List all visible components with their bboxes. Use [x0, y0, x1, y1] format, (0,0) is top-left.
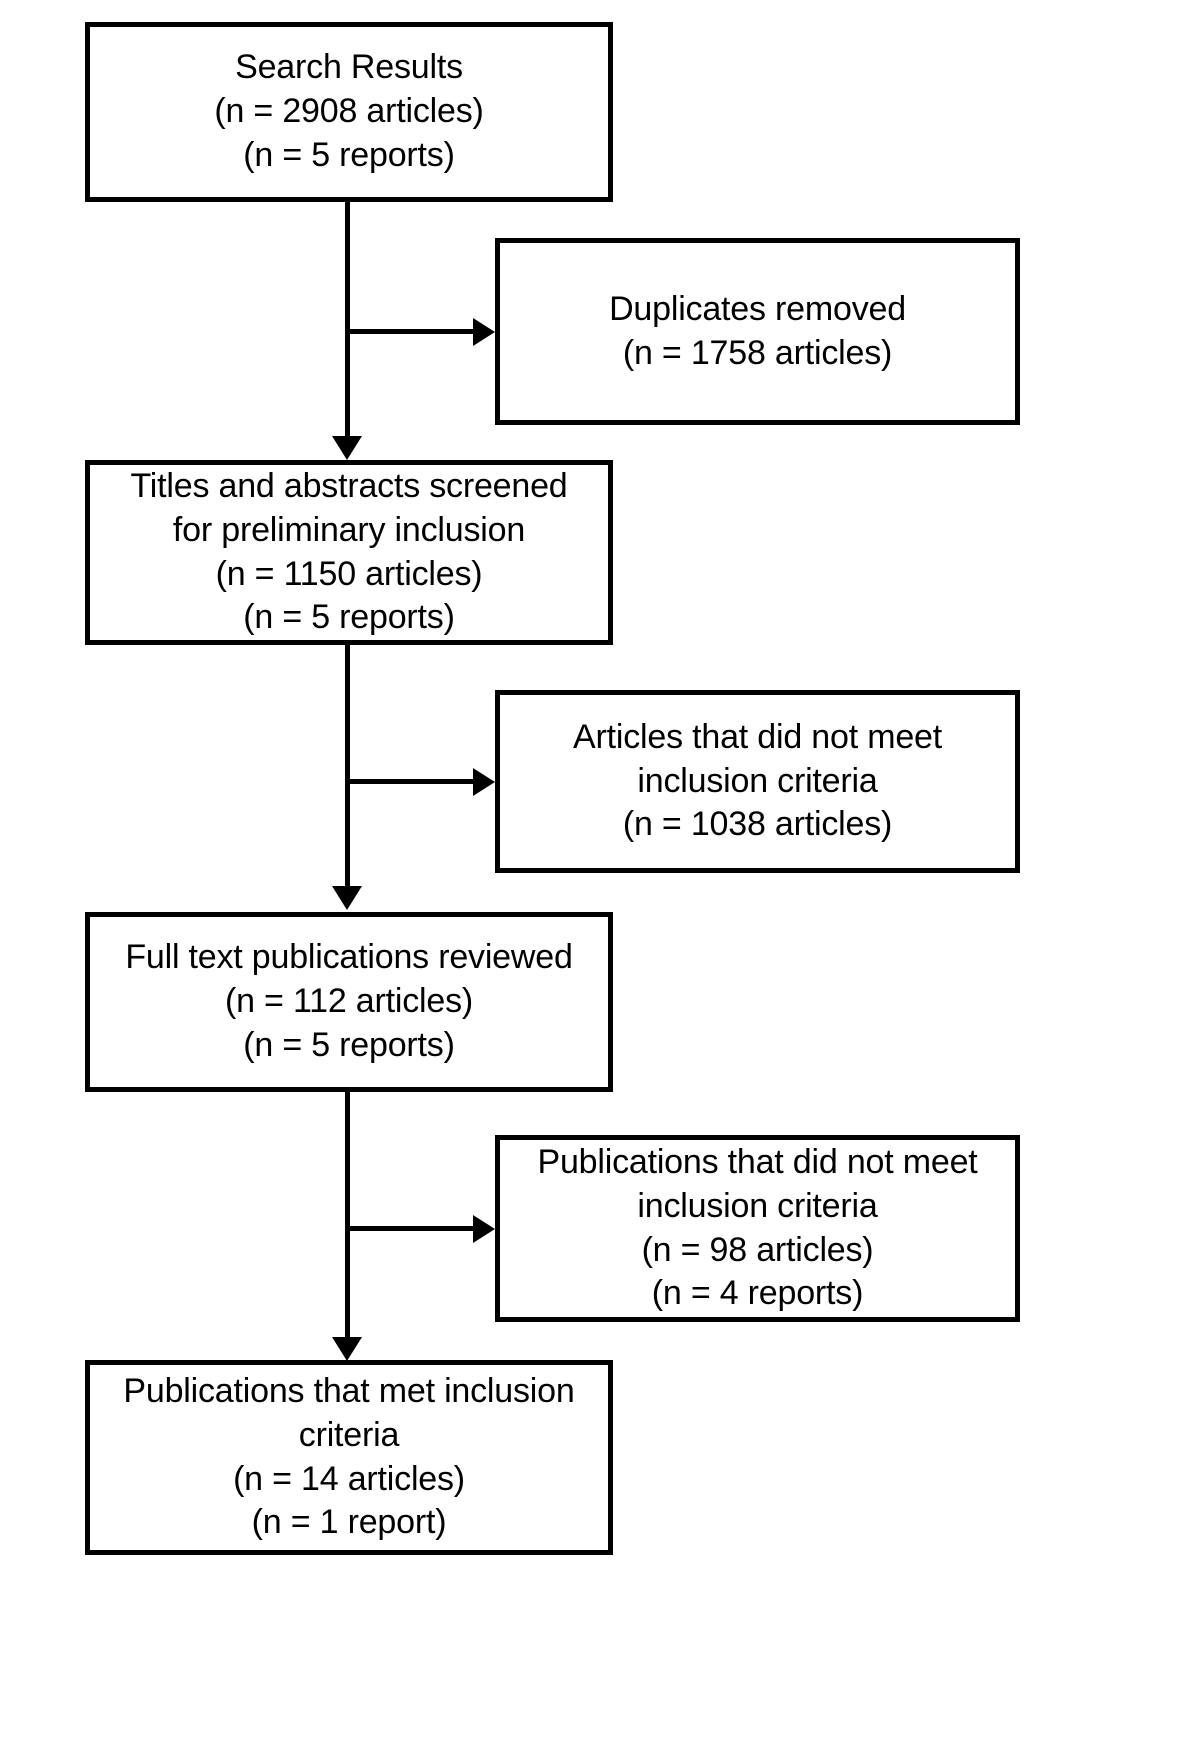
arrowhead-fulltext	[332, 886, 362, 910]
node-full-text-reviewed-line-2: (n = 112 articles)	[224, 982, 474, 1021]
node-titles-abstracts-screened-line-3: (n = 1150 articles)	[215, 554, 483, 593]
node-full-text-reviewed-line-3: (n = 5 reports)	[243, 1025, 455, 1064]
node-articles-not-meeting-criteria-line-3: (n = 1038 articles)	[622, 805, 893, 844]
node-search-results-line-3: (n = 5 reports)	[243, 135, 455, 174]
node-publications-not-meeting-criteria-line-4: (n = 4 reports)	[651, 1274, 864, 1313]
node-full-text-reviewed-line-1: Full text publications reviewed	[125, 938, 573, 977]
connector-fulltext-to-included	[345, 1092, 350, 1345]
node-articles-not-meeting-criteria-line-2: inclusion criteria	[637, 761, 878, 800]
node-publications-met-criteria-line-4: (n = 1 report)	[251, 1503, 447, 1542]
arrowhead-included	[332, 1337, 362, 1361]
node-titles-abstracts-screened-line-1: Titles and abstracts screened	[130, 466, 568, 505]
node-search-results-line-1: Search Results	[235, 48, 463, 87]
arrowhead-duplicates-removed	[473, 318, 495, 346]
node-full-text-reviewed: Full text publications reviewed (n = 112…	[85, 912, 613, 1092]
node-titles-abstracts-screened-line-2: for preliminary inclusion	[172, 510, 526, 549]
node-articles-not-meeting-criteria: Articles that did not meet inclusion cri…	[495, 690, 1020, 873]
node-publications-met-criteria: Publications that met inclusion criteria…	[85, 1360, 613, 1555]
connector-screened-to-fulltext	[345, 645, 350, 892]
node-publications-met-criteria-line-1: Publications that met inclusion	[123, 1371, 575, 1410]
node-duplicates-removed-line-2: (n = 1758 articles)	[622, 333, 893, 372]
node-search-results-line-2: (n = 2908 articles)	[214, 92, 484, 131]
node-titles-abstracts-screened: Titles and abstracts screened for prelim…	[85, 460, 613, 645]
node-publications-not-meeting-criteria-line-2: inclusion criteria	[637, 1186, 878, 1225]
node-publications-not-meeting-criteria-line-1: Publications that did not meet	[537, 1142, 978, 1181]
node-titles-abstracts-screened-line-4: (n = 5 reports)	[243, 598, 455, 637]
node-publications-not-meeting-criteria: Publications that did not meet inclusion…	[495, 1135, 1020, 1322]
connector-to-duplicates-removed	[347, 329, 475, 334]
node-publications-met-criteria-line-2: criteria	[298, 1415, 400, 1454]
node-articles-not-meeting-criteria-line-1: Articles that did not meet	[573, 717, 942, 756]
node-publications-not-meeting-criteria-line-3: (n = 98 articles)	[641, 1230, 874, 1269]
node-publications-met-criteria-line-3: (n = 14 articles)	[233, 1459, 465, 1498]
connector-to-articles-not-meeting-criteria	[347, 779, 475, 784]
connector-search-to-screened	[345, 202, 350, 442]
node-duplicates-removed-line-1: Duplicates removed	[609, 289, 906, 328]
node-duplicates-removed: Duplicates removed (n = 1758 articles)	[495, 238, 1020, 425]
node-search-results: Search Results (n = 2908 articles) (n = …	[85, 22, 613, 202]
arrowhead-articles-not-meeting-criteria	[473, 768, 495, 796]
arrowhead-screened	[332, 436, 362, 460]
connector-to-publications-not-meeting-criteria	[347, 1226, 475, 1231]
arrowhead-publications-not-meeting-criteria	[473, 1215, 495, 1243]
